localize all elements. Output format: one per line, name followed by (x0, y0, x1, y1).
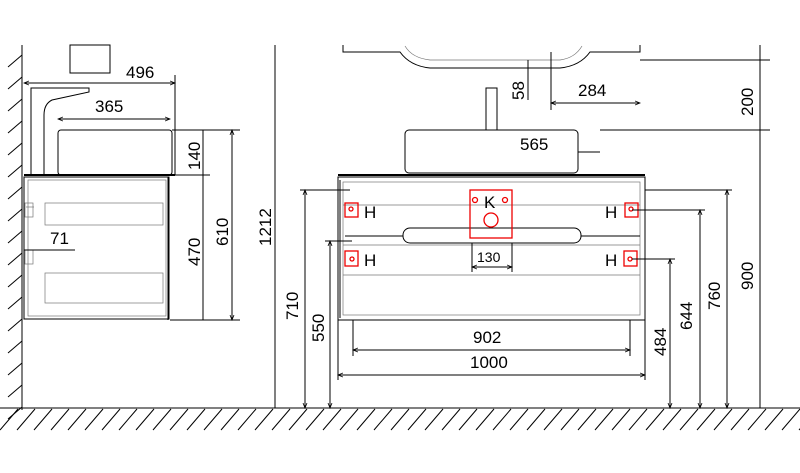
hook-marker-top-right: H (605, 202, 639, 222)
dim-284: 284 (578, 81, 606, 100)
dim-130: 130 (477, 249, 501, 265)
dim-140: 140 (185, 142, 204, 170)
dim-71: 71 (50, 229, 69, 248)
dim-58: 58 (509, 81, 528, 100)
dim-644: 644 (677, 302, 696, 330)
wall-hatch (7, 45, 23, 420)
front-mirror (342, 45, 641, 69)
side-faucet (30, 87, 90, 175)
hook-label: H (605, 203, 617, 222)
dim-902: 902 (473, 328, 501, 347)
side-cabinet (23, 176, 170, 320)
dim-496: 496 (126, 63, 154, 82)
front-view: 58 284 565 K H H (283, 45, 770, 408)
drawer-handle (402, 227, 582, 244)
front-basin (404, 129, 579, 174)
dim-565: 565 (520, 135, 548, 154)
hook-label: H (605, 251, 617, 270)
floor-hatch (0, 407, 800, 431)
hook-marker-bottom-left: H (344, 250, 376, 270)
dim-710: 710 (283, 292, 302, 320)
hook-label: H (364, 251, 376, 270)
marker-k-label: K (484, 193, 496, 212)
side-mirror (69, 44, 111, 74)
dim-760: 760 (705, 282, 724, 310)
dim-1000: 1000 (470, 353, 508, 372)
dim-550: 550 (309, 314, 328, 342)
hook-marker-top-left: H (344, 202, 376, 222)
dim-200: 200 (738, 88, 757, 116)
front-faucet (485, 87, 498, 131)
hook-label: H (364, 203, 376, 222)
dim-610: 610 (213, 218, 232, 246)
side-view: 496 365 140 470 610 71 1212 (23, 44, 276, 408)
hook-marker-bottom-right: H (605, 250, 638, 270)
dim-900: 900 (738, 262, 757, 290)
connection-marker: K (469, 189, 513, 239)
front-cabinet (337, 176, 646, 321)
dim-1212: 1212 (256, 208, 275, 246)
dim-470: 470 (185, 238, 204, 266)
dim-365: 365 (95, 97, 123, 116)
dim-484: 484 (651, 328, 670, 356)
side-basin (57, 129, 173, 176)
